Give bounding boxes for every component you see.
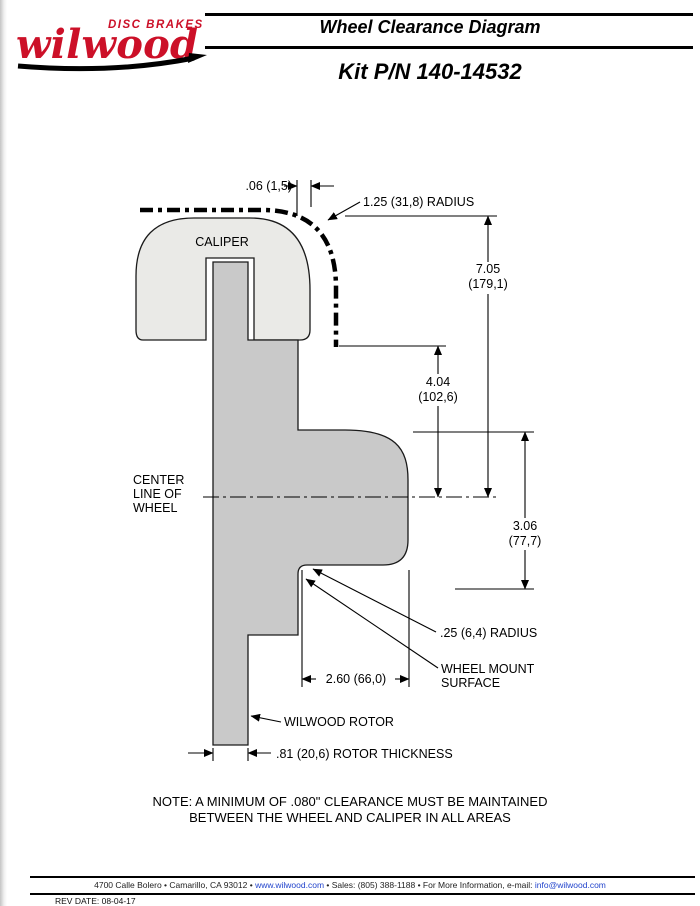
dim-radius-small-label: .25 (6,4) RADIUS (440, 626, 537, 640)
dim-radius-top-label: 1.25 (31,8) RADIUS (363, 195, 474, 209)
dim-404-metric: (102,6) (418, 390, 458, 404)
footer-address: 4700 Calle Bolero • Camarillo, CA 93012 … (94, 880, 253, 890)
caliper-label: CALIPER (195, 235, 249, 249)
dim-306-value: 3.06 (513, 519, 537, 533)
leader-line (327, 201, 361, 221)
footer-email-link[interactable]: info@wilwood.com (534, 880, 606, 890)
scan-edge-shadow (0, 0, 7, 906)
note-line2: BETWEEN THE WHEEL AND CALIPER IN ALL ARE… (189, 810, 511, 825)
leader-line (250, 713, 282, 723)
logo-swoosh-arrow (188, 53, 207, 63)
dim-306-metric: (77,7) (509, 534, 542, 548)
wheel-clearance-diagram: CALIPER .06 (1,5) 1.25 (31,8) RADIUS 7.0… (133, 179, 548, 825)
title-rule-bottom (205, 46, 693, 49)
dim-260-label: 2.60 (66,0) (326, 672, 386, 686)
footer-rule-top (30, 876, 695, 878)
wheel-mount-label-line2: SURFACE (441, 676, 500, 690)
brand-tagline: DISC BRAKES (108, 19, 204, 31)
dim-404-value: 4.04 (426, 375, 450, 389)
rev-date: REV DATE: 08-04-17 (55, 896, 136, 906)
page-title: Wheel Clearance Diagram (319, 17, 541, 37)
wilwood-logo: DISC BRAKES wilwood (16, 19, 207, 72)
footer-rule-bottom (30, 893, 695, 895)
logo-underline-swoosh (17, 55, 195, 72)
wheel-clearance-dashed-line (140, 207, 339, 347)
dim-top-gap-label: .06 (1,5) (245, 179, 292, 193)
footer-website-link[interactable]: www.wilwood.com (255, 880, 325, 890)
title-rule-top (205, 13, 693, 16)
footer-contact-line: 4700 Calle Bolero • Camarillo, CA 93012 … (0, 880, 700, 890)
leader-line (312, 568, 437, 633)
centerline-label-line3: WHEEL (133, 501, 178, 515)
centerline-label-line1: CENTER (133, 473, 184, 487)
footer-sales-info: • Sales: (805) 388-1188 • For More Infor… (326, 880, 533, 890)
leader-line (305, 578, 439, 669)
note-line1: NOTE: A MINIMUM OF .080" CLEARANCE MUST … (153, 794, 548, 809)
rotor-label: WILWOOD ROTOR (284, 715, 394, 729)
caliper-shape (135, 217, 311, 341)
dim-705-value: 7.05 (476, 262, 500, 276)
centerline-label-line2: LINE OF (133, 487, 182, 501)
dim-705-metric: (179,1) (468, 277, 508, 291)
wheel-mount-label-line1: WHEEL MOUNT (441, 662, 535, 676)
rotor-hat-shape (212, 261, 409, 746)
kit-part-number: Kit P/N 140-14532 (338, 59, 522, 84)
dim-thickness-label: .81 (20,6) ROTOR THICKNESS (276, 747, 453, 761)
